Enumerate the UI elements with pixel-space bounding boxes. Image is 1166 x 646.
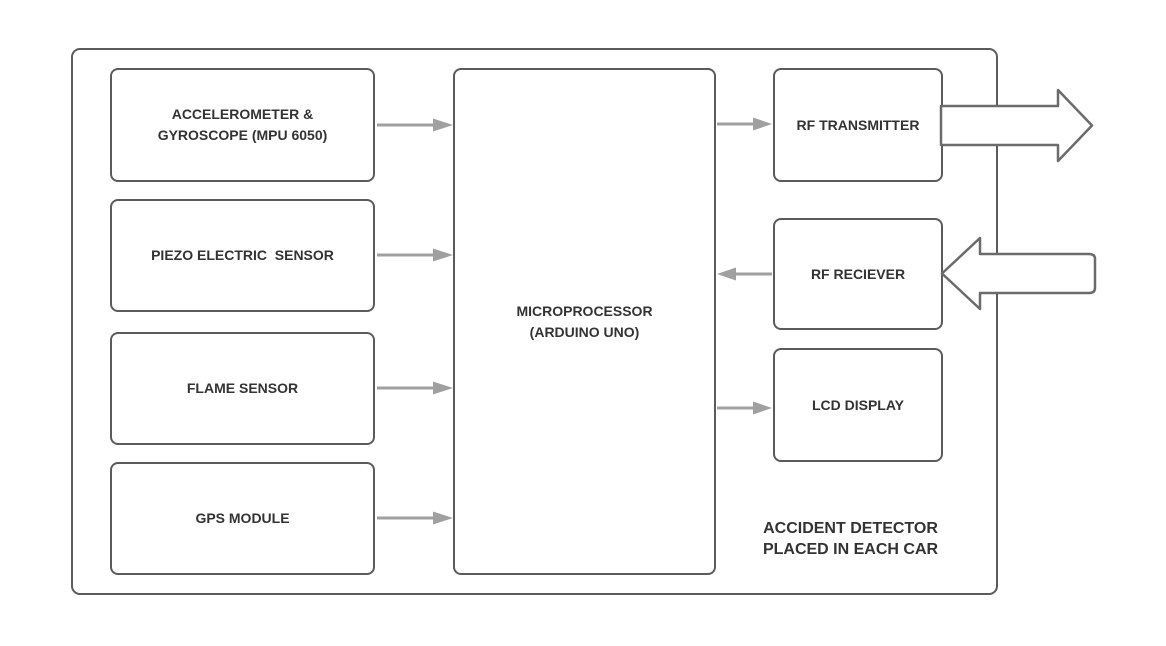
node-gps-module: GPS MODULE [110, 462, 375, 575]
system-boundary-box [71, 48, 998, 595]
node-piezo-electric-sensor: PIEZO ELECTRIC SENSOR [110, 199, 375, 312]
node-microprocessor: MICROPROCESSOR (ARDUINO UNO) [453, 68, 716, 575]
node-rf-receiver: RF RECIEVER [773, 218, 943, 330]
node-rf-transmitter: RF TRANSMITTER [773, 68, 943, 182]
container-caption: ACCIDENT DETECTOR PLACED IN EACH CAR [762, 520, 939, 558]
node-rf-transmitter-label: RF TRANSMITTER [796, 116, 920, 133]
node-flame-sensor: FLAME SENSOR [110, 332, 375, 445]
node-lcd-display: LCD DISPLAY [773, 348, 943, 462]
node-lcd-display-label: LCD DISPLAY [811, 396, 905, 413]
node-accelerometer-gyroscope-label: ACCELEROMETER & GYROSCOPE (MPU 6050) [157, 106, 328, 143]
node-piezo-electric-sensor-label: PIEZO ELECTRIC SENSOR [151, 247, 334, 263]
node-rf-receiver-label: RF RECIEVER [810, 265, 906, 282]
node-accelerometer-gyroscope: ACCELEROMETER & GYROSCOPE (MPU 6050) [110, 68, 375, 182]
node-flame-sensor-label: FLAME SENSOR [186, 380, 299, 396]
node-microprocessor-label: MICROPROCESSOR (ARDUINO UNO) [516, 302, 653, 340]
node-gps-module-label: GPS MODULE [195, 510, 290, 526]
